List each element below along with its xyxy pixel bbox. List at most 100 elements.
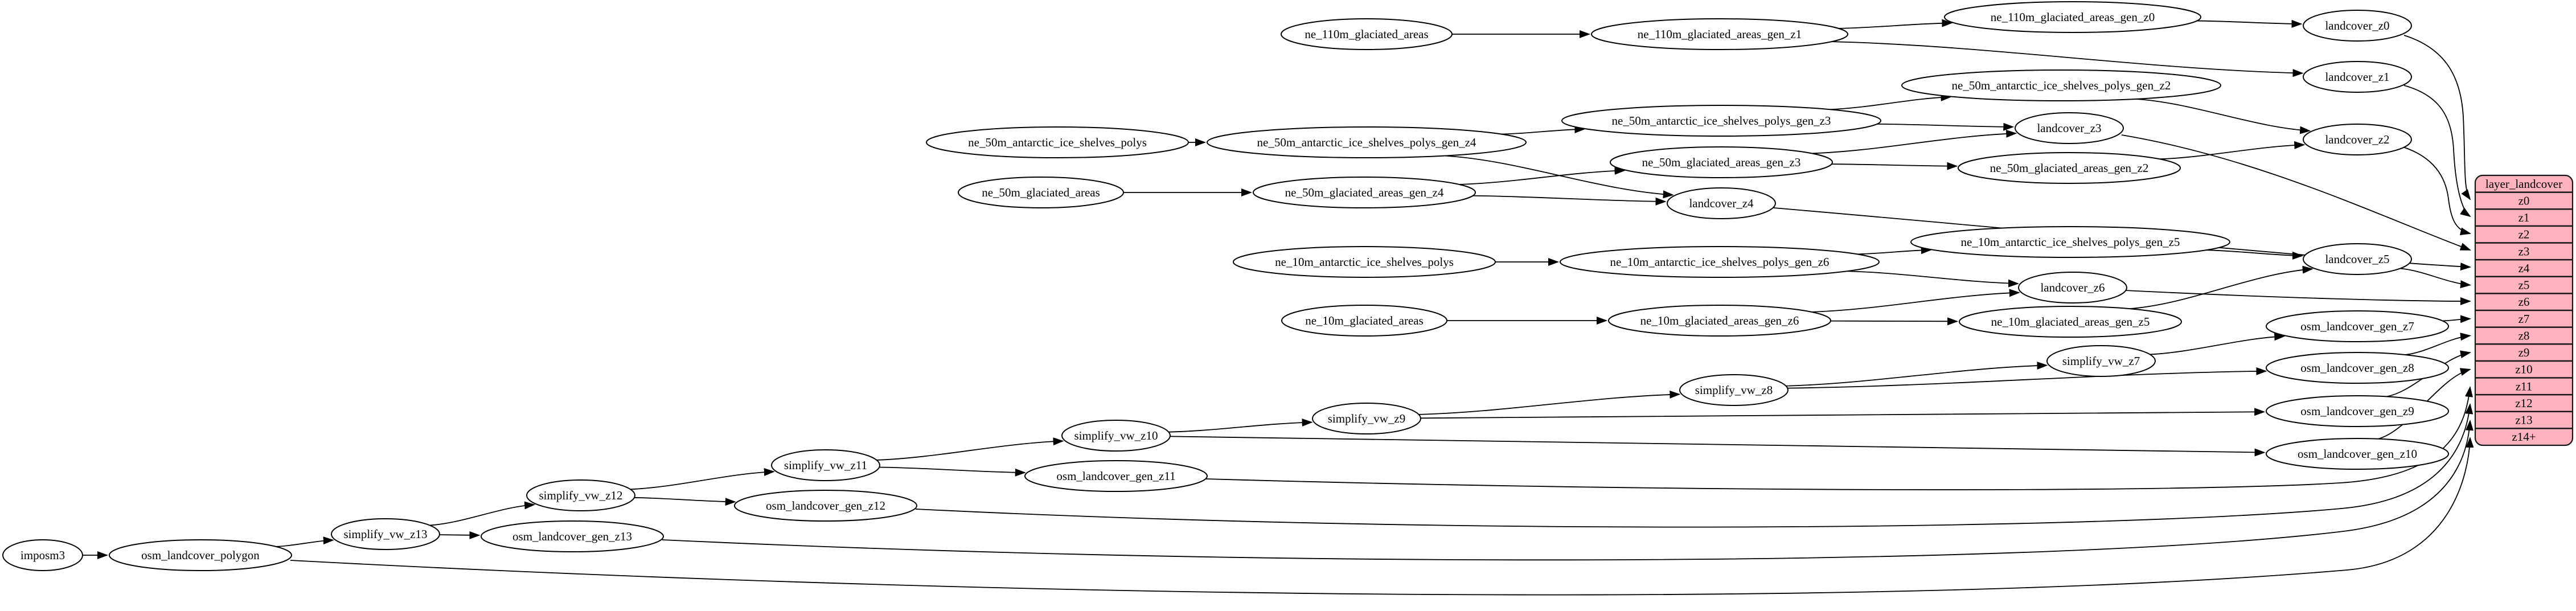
node-label-simplify_vw_z10: simplify_vw_z10 [1074, 429, 1158, 442]
node-simplify_vw_z12: simplify_vw_z12 [526, 479, 635, 511]
table-row-z7: z7 [2518, 312, 2530, 326]
table-row-z11: z11 [2516, 379, 2533, 393]
node-ne_10m_glaciated_areas: ne_10m_glaciated_areas [1281, 305, 1447, 337]
node-ellipse-ne_50m_antarctic_ice_shelves_polys_gen_z2 [1901, 69, 2221, 101]
node-osm_landcover_gen_z12: osm_landcover_gen_z12 [734, 490, 917, 522]
node-label-landcover_z4: landcover_z4 [1689, 196, 1754, 210]
edge-osm_landcover_gen_z7-to-row-z7 [2442, 315, 2471, 323]
edge-simplify_vw_z9-to-simplify_vw_z8 [1418, 390, 1681, 415]
table-row-z4: z4 [2518, 261, 2530, 275]
edge-landcover_z1-to-row-z1 [2403, 85, 2471, 218]
node-osm_landcover_gen_z7: osm_landcover_gen_z7 [2266, 310, 2449, 342]
node-label-ne_10m_antarctic_ice_shelves_polys_gen_z5: ne_10m_antarctic_ice_shelves_polys_gen_z… [1961, 235, 2180, 249]
edge-landcover_z3-to-row-z3 [2121, 134, 2471, 251]
node-ne_10m_glaciated_areas_gen_z6: ne_10m_glaciated_areas_gen_z6 [1608, 305, 1831, 337]
node-ne_10m_antarctic_ice_shelves_polys_gen_z5: ne_10m_antarctic_ice_shelves_polys_gen_z… [1910, 226, 2230, 258]
node-osm_landcover_gen_z13: osm_landcover_gen_z13 [481, 520, 664, 552]
edge-ne_110m_glaciated_areas_gen_z1-to-landcover_z1 [1831, 41, 2304, 77]
node-ellipse-simplify_vw_z11 [771, 449, 880, 481]
table-row-z6: z6 [2518, 295, 2530, 309]
edge-osm_landcover_gen_z13-to-row-z13 [662, 420, 2474, 561]
node-ne_50m_antarctic_ice_shelves_polys_gen_z2: ne_50m_antarctic_ice_shelves_polys_gen_z… [1901, 69, 2221, 101]
node-label-simplify_vw_z7: simplify_vw_z7 [2062, 354, 2140, 368]
edge-ne_10m_glaciated_areas_gen_z6-to-ne_10m_glaciated_areas_gen_z5 [1830, 317, 1959, 326]
edge-osm_landcover_polygon-to-row-z14+ [290, 437, 2474, 596]
node-landcover_z3: landcover_z3 [2015, 112, 2124, 144]
node-label-osm_landcover_gen_z7: osm_landcover_gen_z7 [2300, 319, 2414, 333]
node-label-simplify_vw_z11: simplify_vw_z11 [784, 458, 867, 472]
node-ellipse-ne_110m_glaciated_areas_gen_z0 [1944, 1, 2201, 33]
node-label-ne_110m_glaciated_areas: ne_110m_glaciated_areas [1305, 27, 1428, 41]
node-simplify_vw_z13: simplify_vw_z13 [331, 518, 440, 550]
edge-ne_10m_antarctic_ice_shelves_polys_gen_z6-to-ne_10m_antarctic_ice_shelves_polys_gen_z5 [1857, 246, 1932, 255]
node-label-ne_10m_glaciated_areas_gen_z5: ne_10m_glaciated_areas_gen_z5 [1991, 315, 2150, 329]
node-ellipse-ne_50m_antarctic_ice_shelves_polys [926, 126, 1189, 158]
node-landcover_z6: landcover_z6 [2018, 272, 2127, 304]
edge-ne_50m_glaciated_areas_gen_z4-to-landcover_z4 [1472, 195, 1667, 206]
edge-ne_10m_glaciated_areas_gen_z6-to-landcover_z6 [1811, 289, 2020, 313]
node-ellipse-osm_landcover_polygon [109, 539, 292, 571]
edge-simplify_vw_z8-to-osm_landcover_gen_z8 [1787, 367, 2267, 389]
edge-osm_landcover_gen_z8-to-row-z8 [2405, 333, 2471, 355]
node-ellipse-ne_50m_antarctic_ice_shelves_polys_gen_z4 [1207, 126, 1527, 158]
node-simplify_vw_z10: simplify_vw_z10 [1061, 420, 1171, 452]
edge-ne_10m_antarctic_ice_shelves_polys_gen_z5-to-landcover_z5 [2206, 249, 2304, 260]
node-label-landcover_z2: landcover_z2 [2325, 133, 2389, 146]
node-label-simplify_vw_z12: simplify_vw_z12 [539, 489, 623, 502]
node-label-ne_50m_glaciated_areas_gen_z3: ne_50m_glaciated_areas_gen_z3 [1642, 155, 1801, 169]
edge-landcover_z6-to-row-z6 [2124, 290, 2471, 305]
node-ellipse-landcover_z3 [2015, 112, 2124, 144]
node-ellipse-ne_50m_glaciated_areas_gen_z3 [1610, 146, 1833, 178]
node-ellipse-landcover_z4 [1667, 187, 1776, 219]
node-label-ne_50m_glaciated_areas_gen_z2: ne_50m_glaciated_areas_gen_z2 [1990, 161, 2149, 175]
node-osm_landcover_gen_z9: osm_landcover_gen_z9 [2266, 395, 2449, 427]
node-label-ne_10m_glaciated_areas: ne_10m_glaciated_areas [1305, 314, 1424, 327]
node-ellipse-osm_landcover_gen_z8 [2266, 352, 2449, 384]
node-imposm3: imposm3 [2, 539, 83, 571]
node-osm_landcover_gen_z11: osm_landcover_gen_z11 [1024, 460, 1208, 492]
node-label-imposm3: imposm3 [20, 548, 65, 562]
table-row-z1: z1 [2518, 211, 2530, 224]
node-landcover_z5: landcover_z5 [2303, 243, 2412, 275]
node-landcover_z1: landcover_z1 [2303, 61, 2412, 93]
node-label-ne_50m_glaciated_areas: ne_50m_glaciated_areas [982, 186, 1100, 199]
edge-simplify_vw_z10-to-osm_landcover_gen_z10 [1170, 436, 2266, 457]
node-label-landcover_z5: landcover_z5 [2325, 252, 2389, 266]
table-title: layer_landcover [2485, 177, 2562, 191]
node-ellipse-osm_landcover_gen_z10 [2266, 438, 2449, 470]
table-row-z3: z3 [2518, 244, 2530, 258]
node-label-ne_50m_glaciated_areas_gen_z4: ne_50m_glaciated_areas_gen_z4 [1285, 186, 1444, 199]
table-row-z14-plus: z14+ [2512, 430, 2536, 444]
node-label-ne_110m_glaciated_areas_gen_z1: ne_110m_glaciated_areas_gen_z1 [1638, 27, 1802, 41]
edge-simplify_vw_z12-to-osm_landcover_gen_z12 [634, 497, 736, 506]
node-ellipse-ne_110m_glaciated_areas_gen_z1 [1591, 18, 1848, 50]
node-ellipse-ne_50m_glaciated_areas [958, 177, 1124, 208]
table-row-z9: z9 [2518, 346, 2530, 359]
node-ne_50m_antarctic_ice_shelves_polys_gen_z3: ne_50m_antarctic_ice_shelves_polys_gen_z… [1561, 105, 1881, 137]
node-ellipse-ne_110m_glaciated_areas [1281, 18, 1453, 50]
node-label-osm_landcover_gen_z13: osm_landcover_gen_z13 [512, 530, 632, 543]
node-ellipse-simplify_vw_z9 [1312, 403, 1421, 434]
edge-ne_50m_antarctic_ice_shelves_polys_gen_z3-to-ne_50m_antarctic_ice_shelves_polys_gen_z2 [1830, 93, 1952, 110]
node-ne_110m_glaciated_areas: ne_110m_glaciated_areas [1281, 18, 1453, 50]
node-osm_landcover_polygon: osm_landcover_polygon [109, 539, 292, 571]
node-label-ne_10m_antarctic_ice_shelves_polys_gen_z6: ne_10m_antarctic_ice_shelves_polys_gen_z… [1610, 255, 1830, 269]
edge-ne_50m_glaciated_areas_gen_z3-to-landcover_z3 [1812, 129, 2017, 154]
edge-simplify_vw_z9-to-osm_landcover_gen_z9 [1420, 408, 2266, 419]
node-ne_110m_glaciated_areas_gen_z1: ne_110m_glaciated_areas_gen_z1 [1591, 18, 1848, 50]
edge-simplify_vw_z11-to-simplify_vw_z10 [876, 437, 1064, 461]
edge-ne_50m_glaciated_areas_gen_z2-to-landcover_z2 [2159, 141, 2306, 160]
edge-simplify_vw_z8-to-simplify_vw_z7 [1786, 362, 2048, 387]
node-label-osm_landcover_polygon: osm_landcover_polygon [141, 548, 260, 562]
node-ne_110m_glaciated_areas_gen_z0: ne_110m_glaciated_areas_gen_z0 [1944, 1, 2201, 33]
edge-ne_50m_antarctic_ice_shelves_polys_gen_z2-to-landcover_z2 [2135, 98, 2311, 134]
edge-landcover_z5-to-row-z5 [2400, 268, 2471, 289]
node-ellipse-landcover_z0 [2303, 10, 2412, 42]
node-ne_10m_glaciated_areas_gen_z5: ne_10m_glaciated_areas_gen_z5 [1959, 306, 2182, 338]
edge-ne_110m_glaciated_areas_gen_z1-to-ne_110m_glaciated_areas_gen_z0 [1838, 19, 1953, 29]
node-label-ne_50m_antarctic_ice_shelves_polys_gen_z2: ne_50m_antarctic_ice_shelves_polys_gen_z… [1952, 79, 2171, 92]
node-ne_50m_glaciated_areas_gen_z4: ne_50m_glaciated_areas_gen_z4 [1253, 177, 1476, 208]
node-ellipse-ne_50m_antarctic_ice_shelves_polys_gen_z3 [1561, 105, 1881, 137]
node-label-osm_landcover_gen_z8: osm_landcover_gen_z8 [2300, 361, 2414, 375]
node-ne_50m_antarctic_ice_shelves_polys_gen_z4: ne_50m_antarctic_ice_shelves_polys_gen_z… [1207, 126, 1527, 158]
